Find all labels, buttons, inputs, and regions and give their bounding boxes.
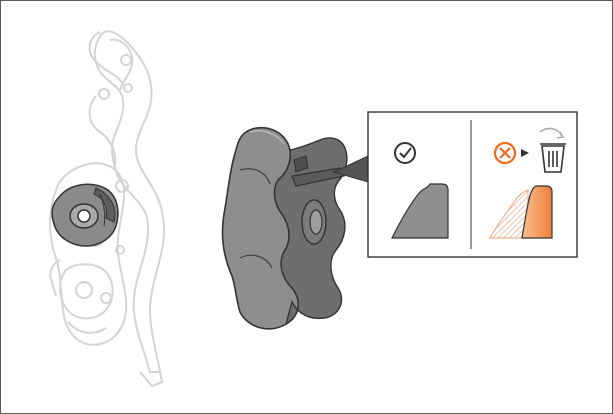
x-circle-icon [493,141,517,165]
harness-outline-icon [49,30,165,388]
check-circle-icon [394,142,416,164]
arrow-right-icon [521,149,529,157]
good-profile-icon [391,183,449,239]
worn-profile-icon [489,185,553,239]
cam-large-icon [221,126,348,330]
trash-can-icon [539,127,566,173]
cam-icon [51,183,119,247]
